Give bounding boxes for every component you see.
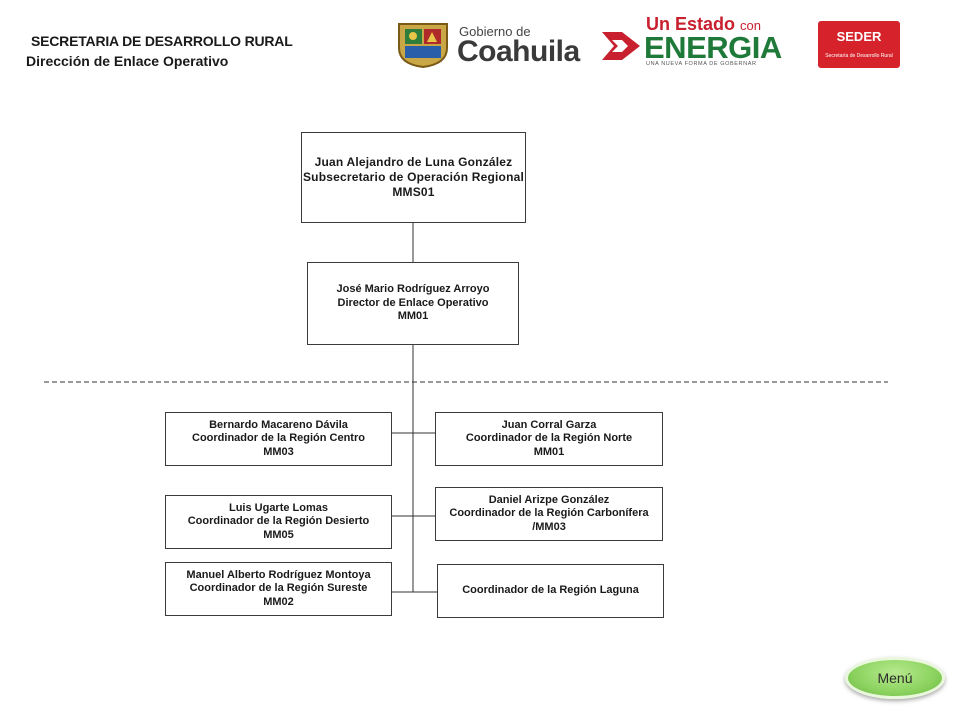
header-subtitle: Dirección de Enlace Operativo [26,53,229,69]
coordinador-sureste-box: Manuel Alberto Rodríguez Montoya Coordin… [165,562,392,616]
coahuila-shield-logo [393,20,453,69]
coordinador-norte-box: Juan Corral Garza Coordinador de la Regi… [435,412,663,466]
gobierno-coahuila-logo: Gobierno de Coahuila [457,24,580,68]
coordinador-carbonifera-box: Daniel Arizpe González Coordinador de la… [435,487,663,541]
menu-button[interactable]: Menú [845,657,945,699]
menu-button-label: Menú [877,670,913,686]
estado-energia-logo: Un Estado con ENERGIA UNA NUEVA FORMA DE… [600,14,800,70]
energia-arrow-icon [602,32,640,60]
seder-logo: SEDER Secretaría de Desarrollo Rural [818,21,900,68]
director-box: José Mario Rodríguez Arroyo Director de … [307,262,519,345]
coordinador-centro-box: Bernardo Macareno Dávila Coordinador de … [165,412,392,466]
subsecretario-box: Juan Alejandro de Luna González Subsecre… [301,132,526,223]
coordinador-laguna-box: Coordinador de la Región Laguna [437,564,664,618]
header-title: SECRETARIA DE DESARROLLO RURAL [31,33,293,49]
coordinador-desierto-box: Luis Ugarte Lomas Coordinador de la Regi… [165,495,392,549]
